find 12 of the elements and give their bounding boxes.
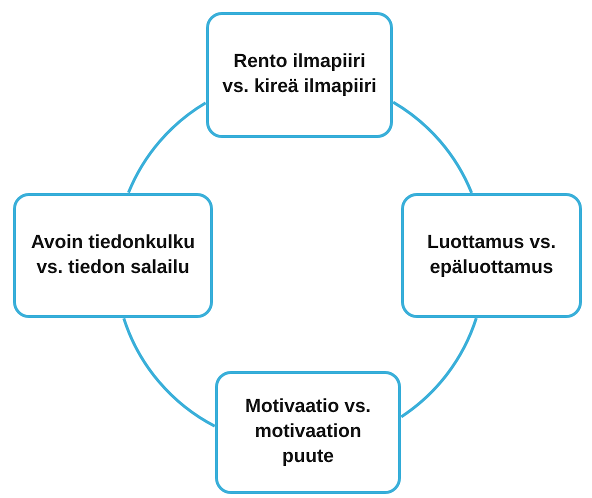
topic-text: Motivaatio vs. motivaation puute <box>244 395 372 469</box>
topic-text: Luottamus vs. epäluottamus <box>426 230 557 280</box>
connector-arc <box>122 318 216 428</box>
topic-box <box>206 12 393 138</box>
topic-box <box>215 371 401 494</box>
topic-box <box>13 193 213 318</box>
topic-text: Avoin tiedonkulku vs. tiedon salailu <box>30 230 196 280</box>
connector-arc <box>400 318 478 418</box>
topic-text: Rento ilmapiiri vs. kireä ilmapiiri <box>221 50 378 99</box>
topic-box <box>401 193 582 318</box>
connector-arc <box>392 100 473 194</box>
connector-arc <box>127 102 206 194</box>
